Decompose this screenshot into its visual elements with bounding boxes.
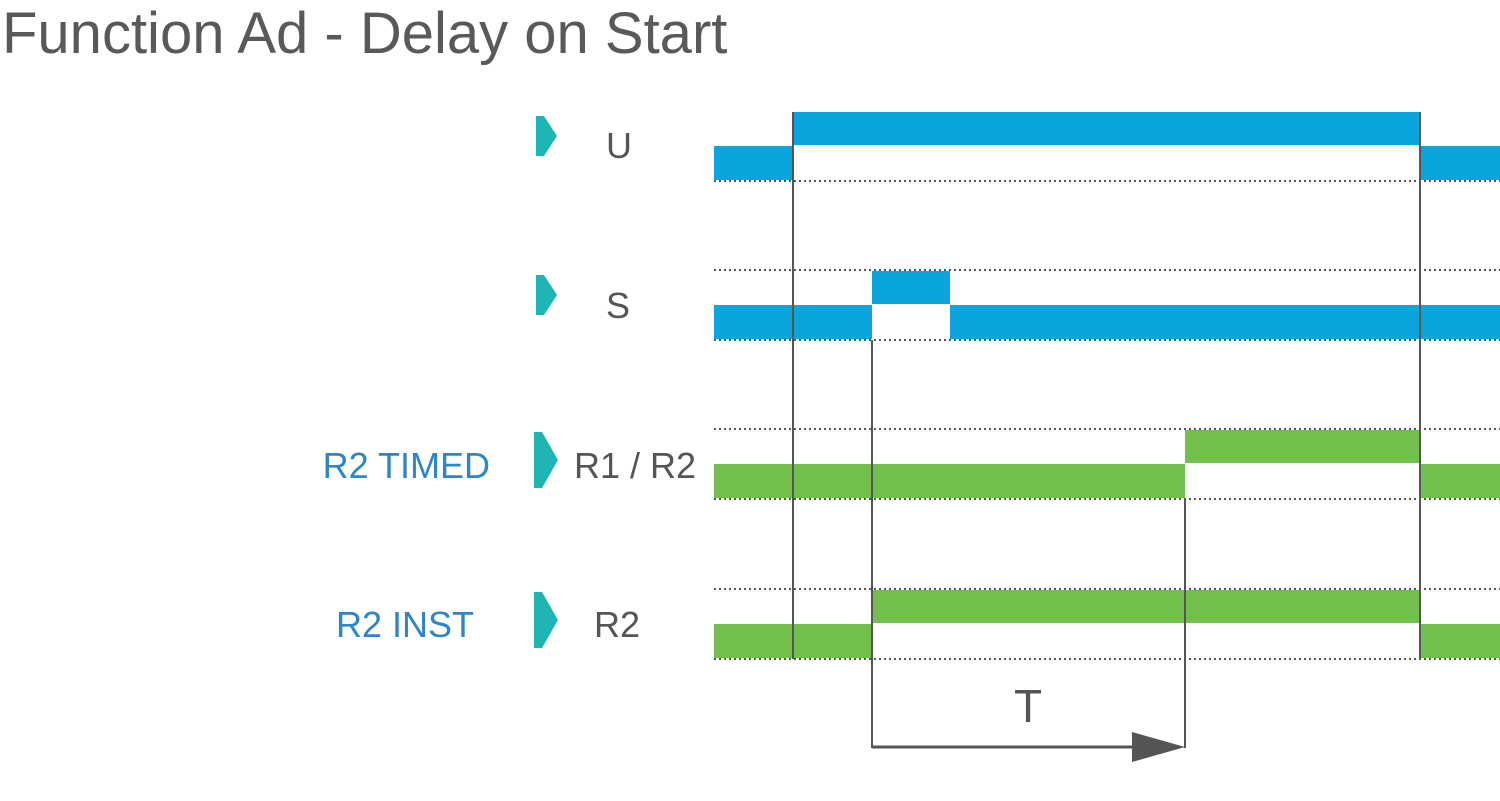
u-low-segment-1: [714, 146, 793, 180]
s-pulse-segment: [872, 271, 950, 304]
chevron-right-icon: [536, 116, 557, 156]
timing-arrow: [872, 732, 1185, 762]
chevron-right-icon: [534, 432, 558, 488]
u-low-segment-2: [1420, 146, 1500, 180]
mode-label-r2-timed: R2 TIMED: [322, 445, 490, 486]
r2-low-segment-2: [1420, 624, 1500, 658]
chevron-right-icon: [534, 592, 558, 648]
r1-r2-low-segment-1: [714, 464, 1185, 498]
s-low-segment-2: [950, 305, 1500, 339]
r1-r2-low-segment-2: [1420, 464, 1500, 498]
signal-label-u: U: [606, 125, 632, 166]
diagram-title: Function Ad - Delay on Start: [2, 1, 728, 66]
signal-label-r1-r2: R1 / R2: [574, 445, 697, 486]
mode-label-r2-inst: R2 INST: [335, 604, 474, 645]
signal-label-s: S: [606, 285, 631, 326]
r1-r2-high-segment: [1185, 430, 1420, 463]
signal-label-r2: R2: [594, 604, 641, 645]
timing-label: T: [1014, 680, 1042, 732]
r2-high-segment: [872, 590, 1420, 623]
u-high-segment: [793, 112, 1420, 145]
chevron-right-icon: [536, 275, 557, 315]
